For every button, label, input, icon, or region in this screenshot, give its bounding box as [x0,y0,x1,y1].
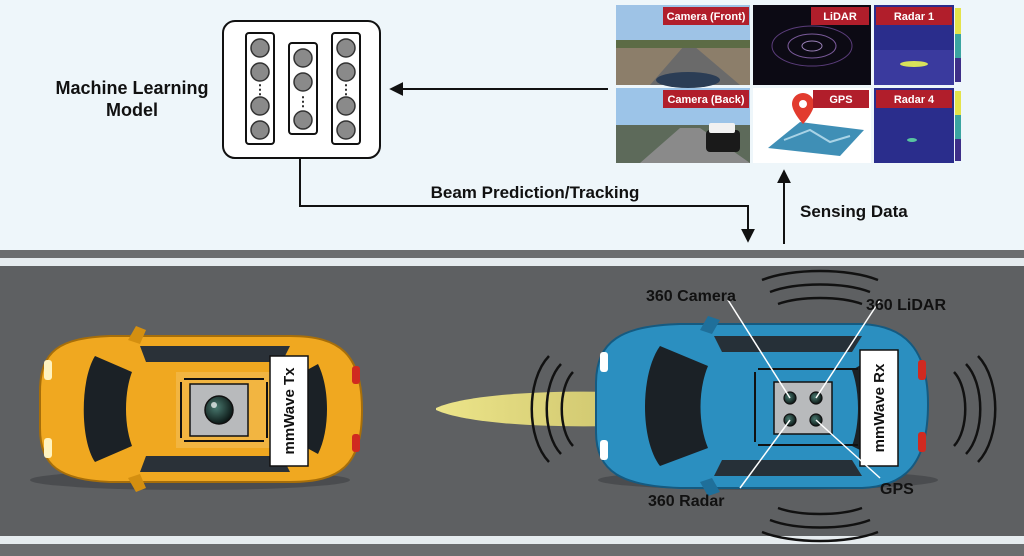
svg-text:⋮: ⋮ [254,82,267,97]
tx-label: mmWave Tx [281,367,298,455]
rx-car: mmWave Rx [595,316,938,496]
road-bottom-edge [0,544,1024,556]
ml-model-box: ⋮ ⋮ ⋮ [222,20,381,159]
tag-camera-back: Camera (Back) [667,94,744,106]
rx-camera-label: 360 Camera [646,288,736,305]
tag-radar4: Radar 4 [894,94,935,106]
rx-label: mmWave Rx [871,363,888,452]
prediction-label: Beam Prediction/Tracking [431,183,640,202]
tag-radar1: Radar 1 [894,11,934,23]
gps-pin-icon [792,93,814,124]
tile-radar4: Radar 4 [874,88,961,163]
svg-text:⋮: ⋮ [340,82,353,97]
rx-lidar-label: 360 LiDAR [866,297,946,314]
tile-radar1: Radar 1 [874,5,961,85]
tile-lidar: LiDAR [753,5,871,85]
rx-gps-label: GPS [880,481,914,498]
radar-waves [530,269,997,543]
model-label-line1: Machine Learning [55,78,208,98]
svg-text:⋮: ⋮ [297,94,310,109]
road-top-edge [0,250,1024,258]
tile-camera-front: Camera (Front) [616,5,750,88]
sensor-grid: Camera (Front) LiDAR Radar 1 [616,5,961,163]
nn-layer-3 [331,32,361,145]
tag-gps: GPS [829,94,852,106]
rx-callout-lines [727,299,881,489]
tile-camera-back: Camera (Back) [616,88,750,163]
model-label-line2: Model [106,100,158,120]
tag-lidar: LiDAR [823,11,857,23]
tx-camera-lens-icon [204,395,234,425]
tile-gps: GPS [753,88,871,163]
nn-layer-1 [245,32,275,145]
nn-layer-2 [288,42,318,135]
rx-radar-label: 360 Radar [648,493,725,510]
tx-car: mmWave Tx [30,326,364,492]
tx-antenna-array [180,378,268,442]
tag-camera-front: Camera (Front) [667,11,746,23]
sensing-label: Sensing Data [800,202,908,221]
prediction-arrow [299,158,755,243]
tx-sensor-module [189,383,249,437]
